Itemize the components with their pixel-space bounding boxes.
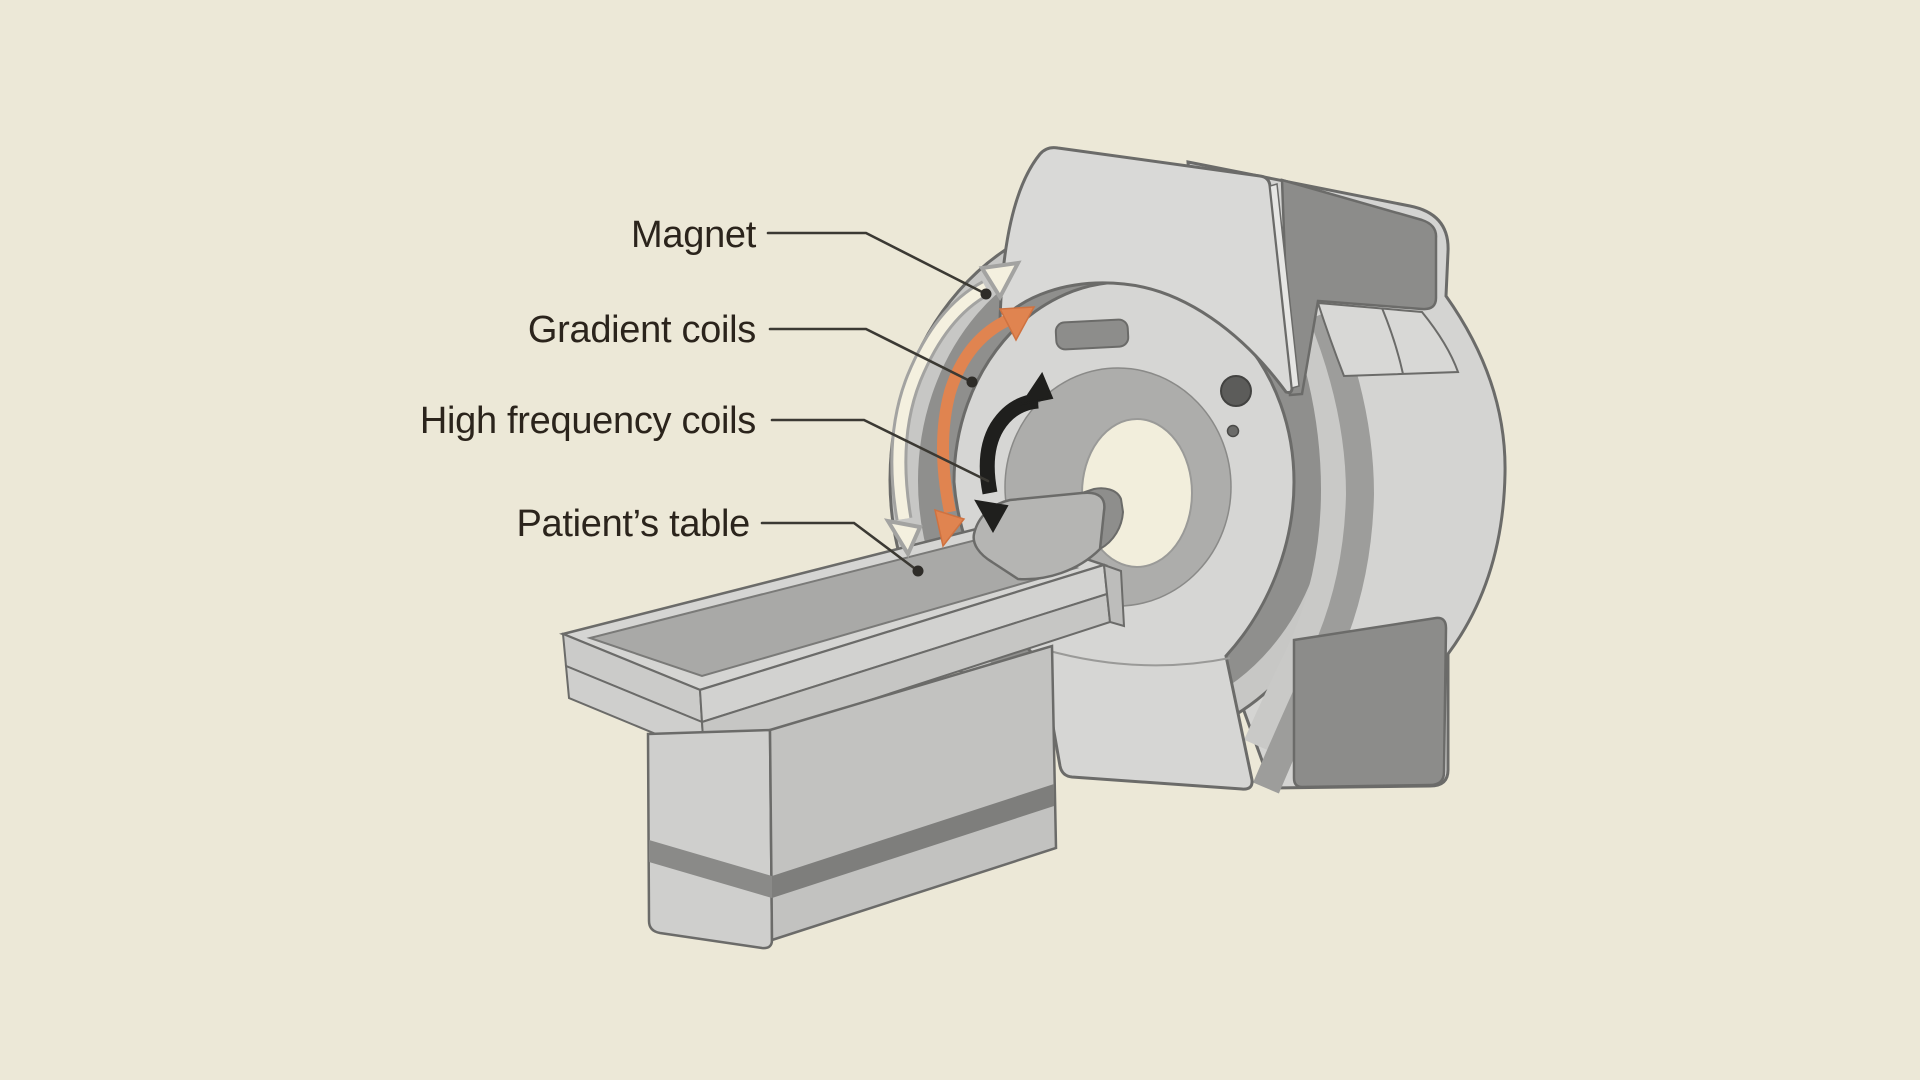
magnet-leader-line [766, 231, 988, 296]
gradient-arrow-head-top [998, 306, 1036, 342]
magnet-leader-dot [980, 288, 992, 300]
magnet-arrow-head-bottom [883, 518, 923, 559]
hood-edge-sliver [1269, 183, 1300, 389]
control-button [1220, 375, 1252, 407]
magnet-arrow [883, 260, 1022, 559]
headboard [972, 491, 1106, 581]
table-leader-line [760, 521, 920, 573]
hf-arrow-head-top [1019, 371, 1054, 406]
label-high-frequency-coils: High frequency coils [420, 400, 756, 442]
machine-base [1292, 616, 1448, 789]
gradient-arrow [933, 306, 1036, 548]
label-magnet: Magnet [631, 214, 757, 256]
high-frequency-arrow [974, 371, 1054, 534]
table-leader-dot [912, 565, 924, 577]
table-rail-cap [1102, 563, 1126, 628]
label-patients-table: Patient’s table [516, 503, 750, 545]
front-body-seam [1045, 649, 1231, 667]
vent-slot [1054, 318, 1130, 351]
hf-leader-line [770, 418, 990, 483]
gradient-leader-line [768, 327, 974, 384]
label-gradient-coils: Gradient coils [528, 309, 756, 351]
labels: Magnet Gradient coils High frequency coi… [420, 214, 757, 545]
leader-lines [760, 231, 992, 577]
indicator-dot [1226, 424, 1240, 438]
pedestal-front-face [646, 728, 774, 950]
gradient-leader-dot [966, 376, 978, 388]
magnet-arrow-shaft [893, 283, 989, 520]
magnet-arrow-head-top [978, 260, 1022, 302]
pedestal-stripe-side [772, 784, 1054, 898]
patient-table [559, 487, 1126, 950]
rear-top-panel [1280, 178, 1438, 397]
pedestal-stripe-front [649, 840, 772, 898]
rear-drum-light-band [1244, 305, 1348, 751]
gradient-arrow-head-bottom [933, 508, 966, 548]
gradient-arrow-shaft [937, 314, 1011, 514]
rear-side-panel [1316, 301, 1460, 378]
hf-arrow-head-bottom [974, 499, 1009, 534]
rear-panel-seam [1381, 307, 1404, 375]
mri-machine [888, 146, 1507, 794]
